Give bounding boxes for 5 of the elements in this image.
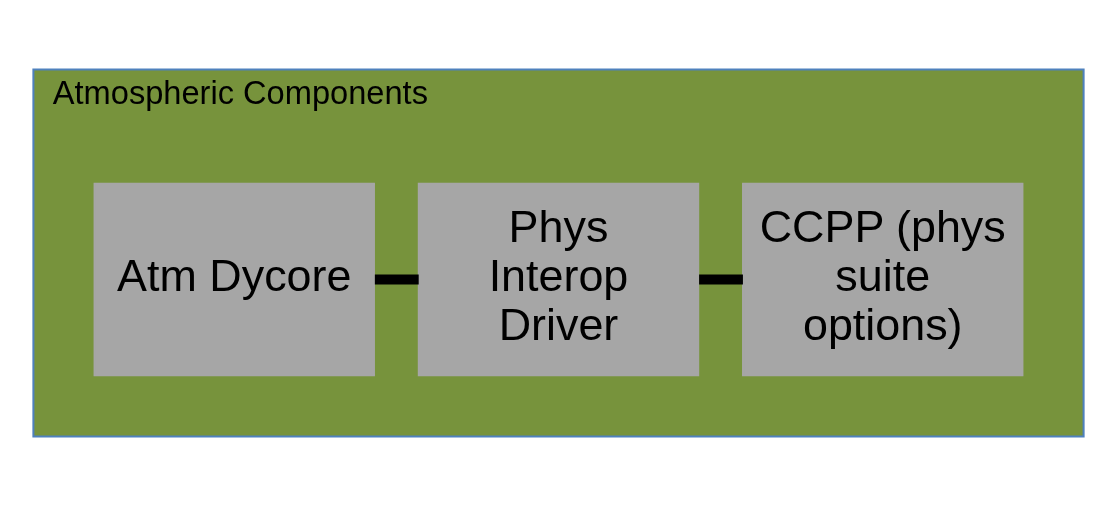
- connector: [374, 273, 419, 285]
- node-box: Atm Dycore: [93, 182, 375, 376]
- node-box: CCPP (phys suite options): [742, 182, 1024, 376]
- node-box: Phys Interop Driver: [417, 182, 700, 376]
- connector: [699, 273, 743, 285]
